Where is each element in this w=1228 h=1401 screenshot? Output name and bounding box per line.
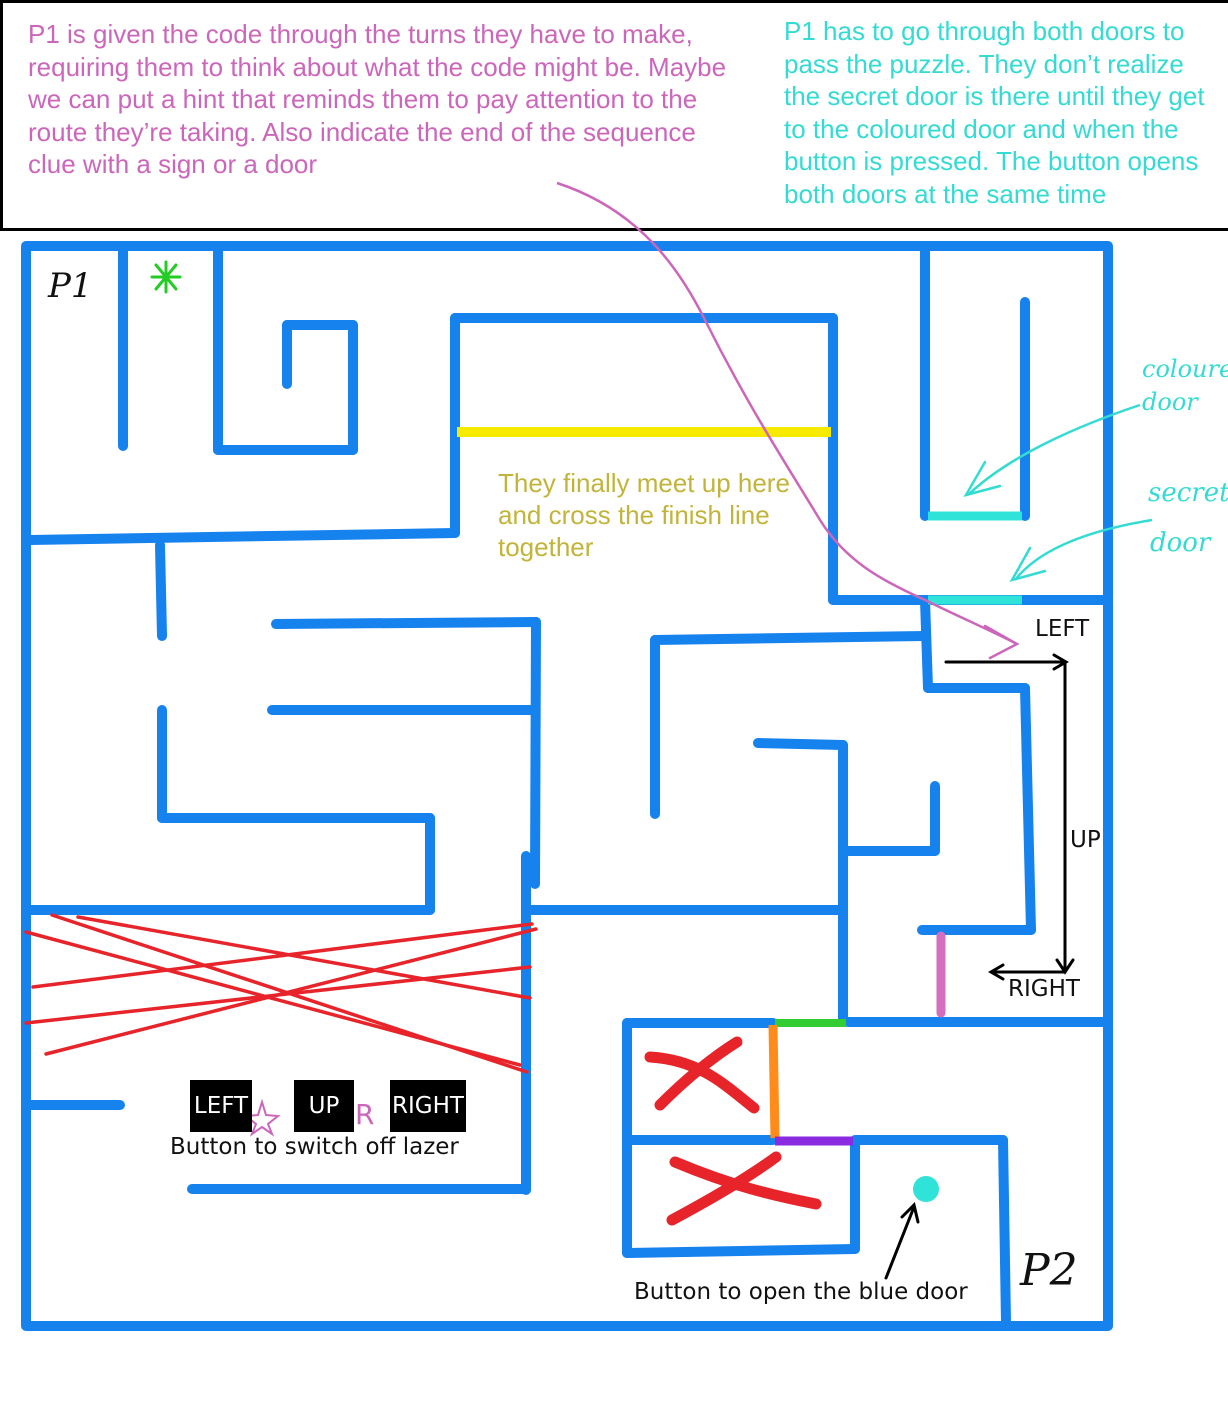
star-marker-icon: [150, 260, 182, 294]
p1-label: P1: [48, 266, 93, 306]
p1-code-note: P1 is given the code through the turns t…: [28, 19, 727, 179]
route-right-label: RIGHT: [1008, 976, 1080, 1002]
laser-button-label: Button to switch off lazer: [170, 1134, 459, 1160]
meet-up-note: They finally meet up here and cross the …: [498, 468, 790, 562]
code-box-up[interactable]: UP: [294, 1080, 354, 1132]
secret-door-label-line2: door: [1150, 528, 1211, 558]
code-box-left[interactable]: LEFT: [190, 1080, 252, 1132]
secret-door-arrowhead-icon: [1009, 546, 1047, 582]
coloured-door-label-line1: coloured: [1142, 355, 1228, 383]
secret-door-label-line1: secret: [1148, 478, 1228, 508]
pink-annotation-arrow: [556, 181, 1016, 645]
coloured-door-arrow: [967, 403, 1141, 496]
code-box-right[interactable]: RIGHT: [390, 1080, 466, 1132]
notes-box: [0, 0, 1228, 231]
maze-outer-wall: [21, 241, 1113, 1331]
route-up-label: UP: [1070, 827, 1101, 853]
code-r-mark: R: [355, 1098, 375, 1131]
coloured-door-label-line2: door: [1142, 388, 1198, 416]
coloured-door-arrowhead-icon: [963, 460, 1002, 497]
orange-door: [768, 1024, 780, 1139]
laser-beams: [24, 913, 538, 1074]
route-left-label: LEFT: [1035, 616, 1090, 642]
pointer-arrow-icon: [884, 1202, 920, 1280]
blue-door-button-label: Button to open the blue door: [634, 1279, 968, 1305]
route-arrows: [944, 653, 1075, 981]
maze-walls: [21, 241, 1113, 1331]
blocked-room-x-marks: [644, 1036, 822, 1226]
p2-label: P2: [1020, 1245, 1078, 1296]
secret-door-arrow: [1014, 518, 1153, 581]
doors-note: P1 has to go through both doors to pass …: [784, 16, 1205, 209]
blue-door-button-icon[interactable]: [913, 1176, 939, 1202]
pink-arrowhead-icon: [983, 624, 1020, 660]
